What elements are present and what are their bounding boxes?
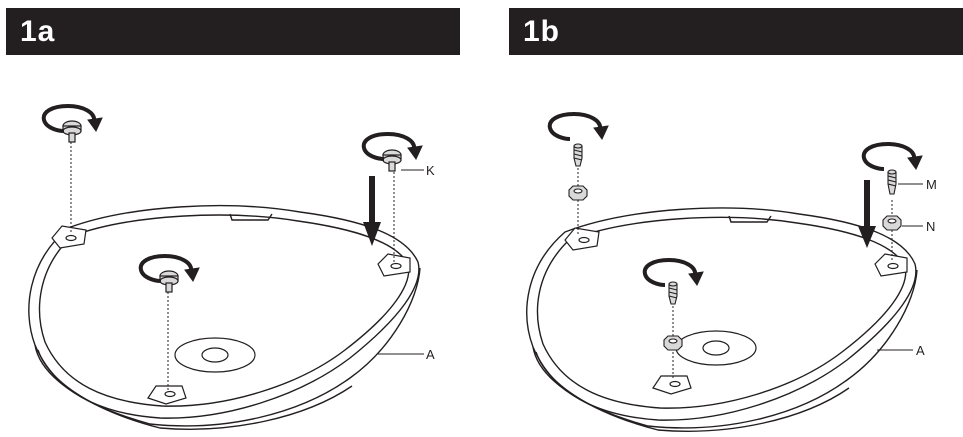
guide-lines (577, 168, 893, 380)
base-tray (28, 205, 421, 430)
step-1b-header: 1b (509, 8, 963, 55)
step-1a-header: 1a (6, 8, 460, 55)
threaded-stud-m (573, 143, 583, 167)
rotate-clockwise-icon (642, 257, 704, 287)
callout-a: A (916, 343, 925, 358)
step-1b-illustration: M N A (526, 111, 937, 432)
foot-pad (874, 253, 908, 277)
threaded-stud-m (668, 281, 678, 305)
callout-lines (877, 183, 923, 351)
rotate-clockwise-icon (361, 131, 423, 161)
callout-m: M (926, 177, 937, 192)
rotate-clockwise-icon (138, 253, 200, 283)
step-1a-illustration: K A (28, 103, 435, 430)
threaded-stud-m (887, 169, 897, 195)
callout-k: K (426, 163, 435, 178)
down-arrow-icon (858, 180, 876, 248)
foot-pad (51, 225, 87, 249)
foot-pad (652, 375, 692, 395)
center-hole (174, 337, 256, 373)
rotate-clockwise-icon (861, 141, 923, 171)
foot-k (382, 149, 402, 172)
foot-pad (377, 253, 411, 277)
foot-k (159, 270, 179, 293)
callout-lines (378, 169, 424, 355)
callout-a: A (426, 347, 435, 362)
foot-k (62, 120, 82, 143)
rotate-clockwise-icon (41, 103, 103, 133)
step-1b-panel: 1b (503, 0, 963, 437)
guide-lines (70, 142, 395, 390)
step-1a-panel: 1a (0, 0, 460, 437)
hex-nut-n (568, 185, 588, 201)
foot-pad (564, 227, 600, 251)
hex-nut-n (663, 335, 683, 351)
callout-n: N (926, 219, 935, 234)
foot-pad (147, 385, 187, 405)
rotate-clockwise-icon (547, 111, 609, 141)
base-tray (526, 207, 918, 432)
hex-nut-n (882, 215, 902, 231)
down-arrow-icon (363, 176, 381, 246)
